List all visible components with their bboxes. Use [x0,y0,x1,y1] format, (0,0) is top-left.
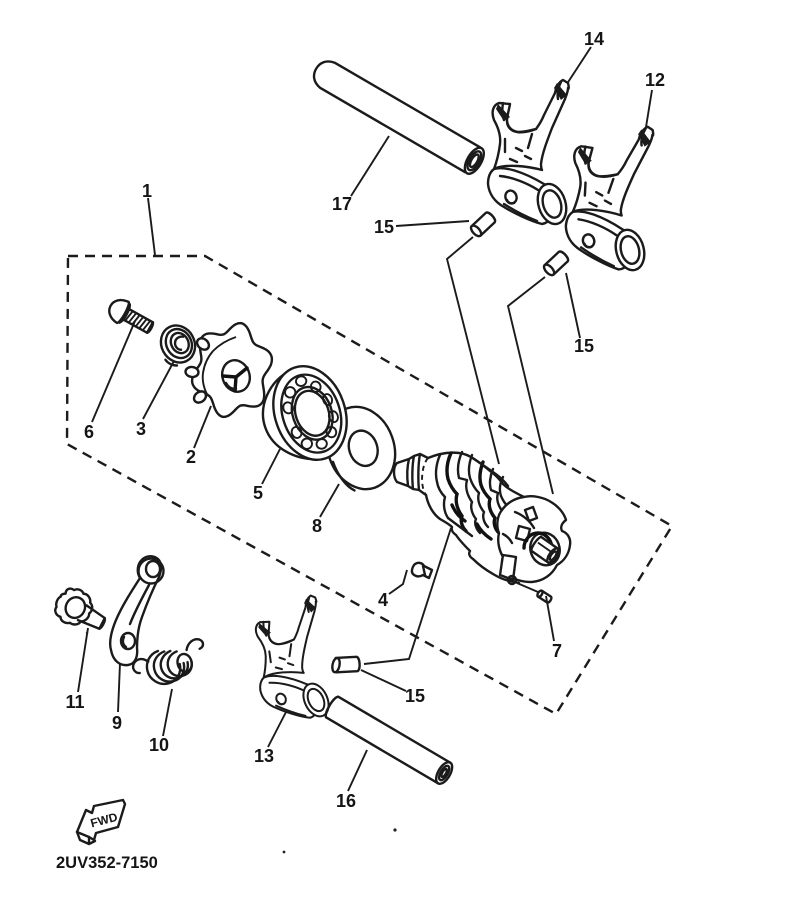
svg-text:17: 17 [332,194,352,214]
svg-text:1: 1 [142,181,152,201]
svg-text:2: 2 [186,447,196,467]
svg-text:8: 8 [312,516,322,536]
svg-text:6: 6 [84,422,94,442]
svg-text:9: 9 [112,713,122,733]
svg-text:12: 12 [645,70,665,90]
svg-text:15: 15 [374,217,394,237]
svg-text:3: 3 [136,419,146,439]
svg-text:10: 10 [149,735,169,755]
svg-text:15: 15 [405,686,425,706]
svg-text:15: 15 [574,336,594,356]
svg-text:5: 5 [253,483,263,503]
svg-text:FWD: FWD [89,810,119,831]
svg-text:7: 7 [552,641,562,661]
svg-text:11: 11 [65,692,84,712]
svg-text:4: 4 [378,590,388,610]
svg-text:16: 16 [336,791,356,811]
svg-text:2UV352-7150: 2UV352-7150 [56,854,158,872]
svg-text:13: 13 [254,746,274,766]
svg-text:14: 14 [584,29,604,49]
